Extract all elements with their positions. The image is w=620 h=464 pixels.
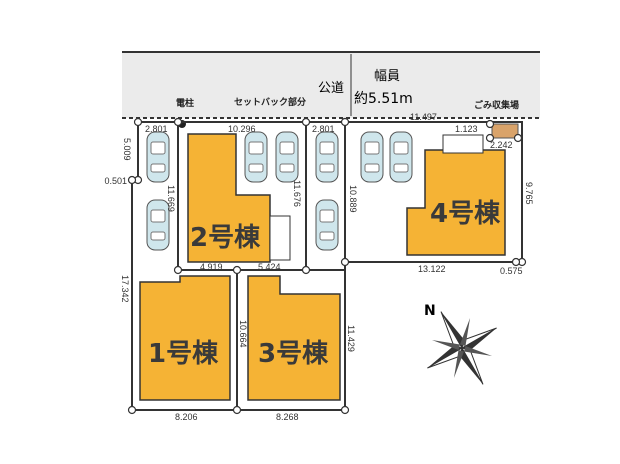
car-icon: [244, 131, 268, 183]
car-icon: [315, 131, 339, 183]
boundary-marker: [485, 133, 495, 143]
building-3-label: 3号棟: [258, 339, 329, 369]
boundary-marker: [232, 265, 242, 275]
dim: 2.801: [312, 124, 335, 134]
building-4-label: 4号棟: [430, 199, 501, 229]
dim: 0.575: [500, 266, 523, 276]
road: [122, 52, 540, 118]
pole-label: 電柱: [176, 97, 194, 109]
building-2-label: 2号棟: [190, 223, 261, 253]
building-1-label: 1号棟: [148, 339, 219, 369]
dim: 10.296: [228, 124, 256, 134]
car-icon: [315, 199, 339, 251]
boundary-marker: [513, 133, 523, 143]
compass-icon: [427, 311, 497, 385]
lot-lines: [131, 121, 523, 411]
dim: 11.669: [166, 185, 176, 212]
dim: 8.268: [276, 412, 299, 422]
setback-label: セットバック部分: [234, 96, 306, 108]
boundary-marker: [173, 117, 183, 127]
dim: 9.765: [524, 182, 534, 205]
building-4: [406, 149, 506, 256]
parking-spaces: [146, 131, 413, 251]
boundary-marker: [133, 117, 143, 127]
dim: 1.123: [455, 124, 478, 134]
dim: 11.497: [410, 112, 437, 122]
porch: [442, 134, 484, 154]
car-icon: [146, 199, 170, 251]
dim: 11.429: [346, 325, 356, 352]
dim: 17.342: [120, 275, 130, 303]
dim: 10.889: [348, 185, 358, 213]
dim: 4.919: [200, 262, 223, 272]
car-icon: [360, 131, 384, 183]
dim: 8.206: [175, 412, 198, 422]
garbage-label: ごみ収集場: [474, 99, 519, 111]
dim: 0.501: [104, 176, 127, 186]
building-3: [247, 275, 341, 401]
car-icon: [146, 131, 170, 183]
boundary-marker: [301, 117, 311, 127]
building-1: [139, 275, 231, 401]
compass-north-label: N: [424, 303, 436, 319]
road-label: 公道: [318, 81, 344, 96]
boundary-marker: [340, 117, 350, 127]
dim: 10.664: [238, 320, 248, 348]
boundary-marker: [340, 257, 350, 267]
boundary-marker: [127, 175, 137, 185]
boundary-marker: [485, 119, 495, 129]
dim: 13.122: [418, 264, 446, 274]
porch: [269, 215, 291, 261]
boundary-marker: [232, 405, 242, 415]
road-width-value: 約5.51m: [354, 91, 413, 107]
boundary-marker: [301, 265, 311, 275]
boundary-marker: [173, 265, 183, 275]
dim: 2.242: [490, 140, 513, 150]
boundary-marker: [340, 405, 350, 415]
building-2: [187, 133, 271, 263]
dim: 5.009: [122, 138, 132, 161]
road-width-label: 幅員: [374, 69, 400, 84]
dim: 11.676: [292, 180, 302, 207]
car-icon: [275, 131, 299, 183]
garbage-area: [491, 123, 519, 139]
dim: 2.801: [145, 124, 168, 134]
boundary-marker: [127, 405, 137, 415]
car-icon: [389, 131, 413, 183]
dim: 5.424: [258, 262, 281, 272]
boundary-marker: [511, 257, 521, 267]
